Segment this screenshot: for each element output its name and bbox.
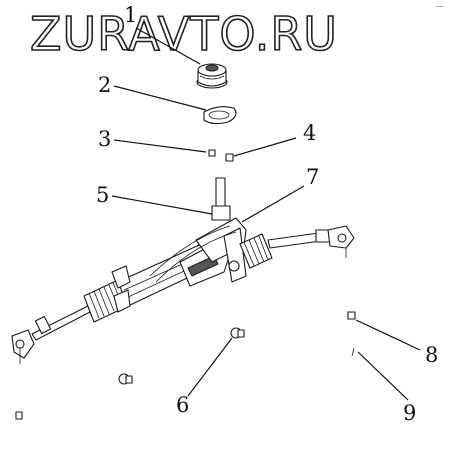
steering-rack-assembly — [11, 177, 355, 364]
watermark-text: ZURAVTO.RU — [30, 7, 338, 61]
callout-4: 4 — [303, 121, 316, 145]
part-1-seal-cap — [196, 63, 228, 89]
callout-8: 8 — [425, 343, 438, 367]
callout-7: 7 — [306, 165, 319, 189]
corner-mark: — — [436, 2, 443, 10]
part-3-clip — [208, 149, 216, 157]
callout-labels: 1 2 3 4 5 6 7 8 9 — [96, 3, 438, 425]
callout-5: 5 — [96, 183, 109, 207]
right-bellows — [239, 233, 273, 269]
mounting-nut — [118, 373, 133, 385]
part-6-bolt — [230, 327, 245, 339]
part-9-cotter-pin — [351, 347, 355, 357]
callout-6: 6 — [176, 393, 189, 417]
callout-9: 9 — [403, 401, 416, 425]
part-8-nut — [347, 311, 356, 320]
part-2-gasket — [203, 106, 237, 125]
callout-1: 1 — [124, 3, 137, 27]
callout-leaders — [111, 27, 421, 401]
lower-clip — [15, 411, 23, 420]
callout-3: 3 — [98, 127, 111, 151]
callout-2: 2 — [98, 73, 111, 97]
part-4-nut — [225, 153, 234, 162]
